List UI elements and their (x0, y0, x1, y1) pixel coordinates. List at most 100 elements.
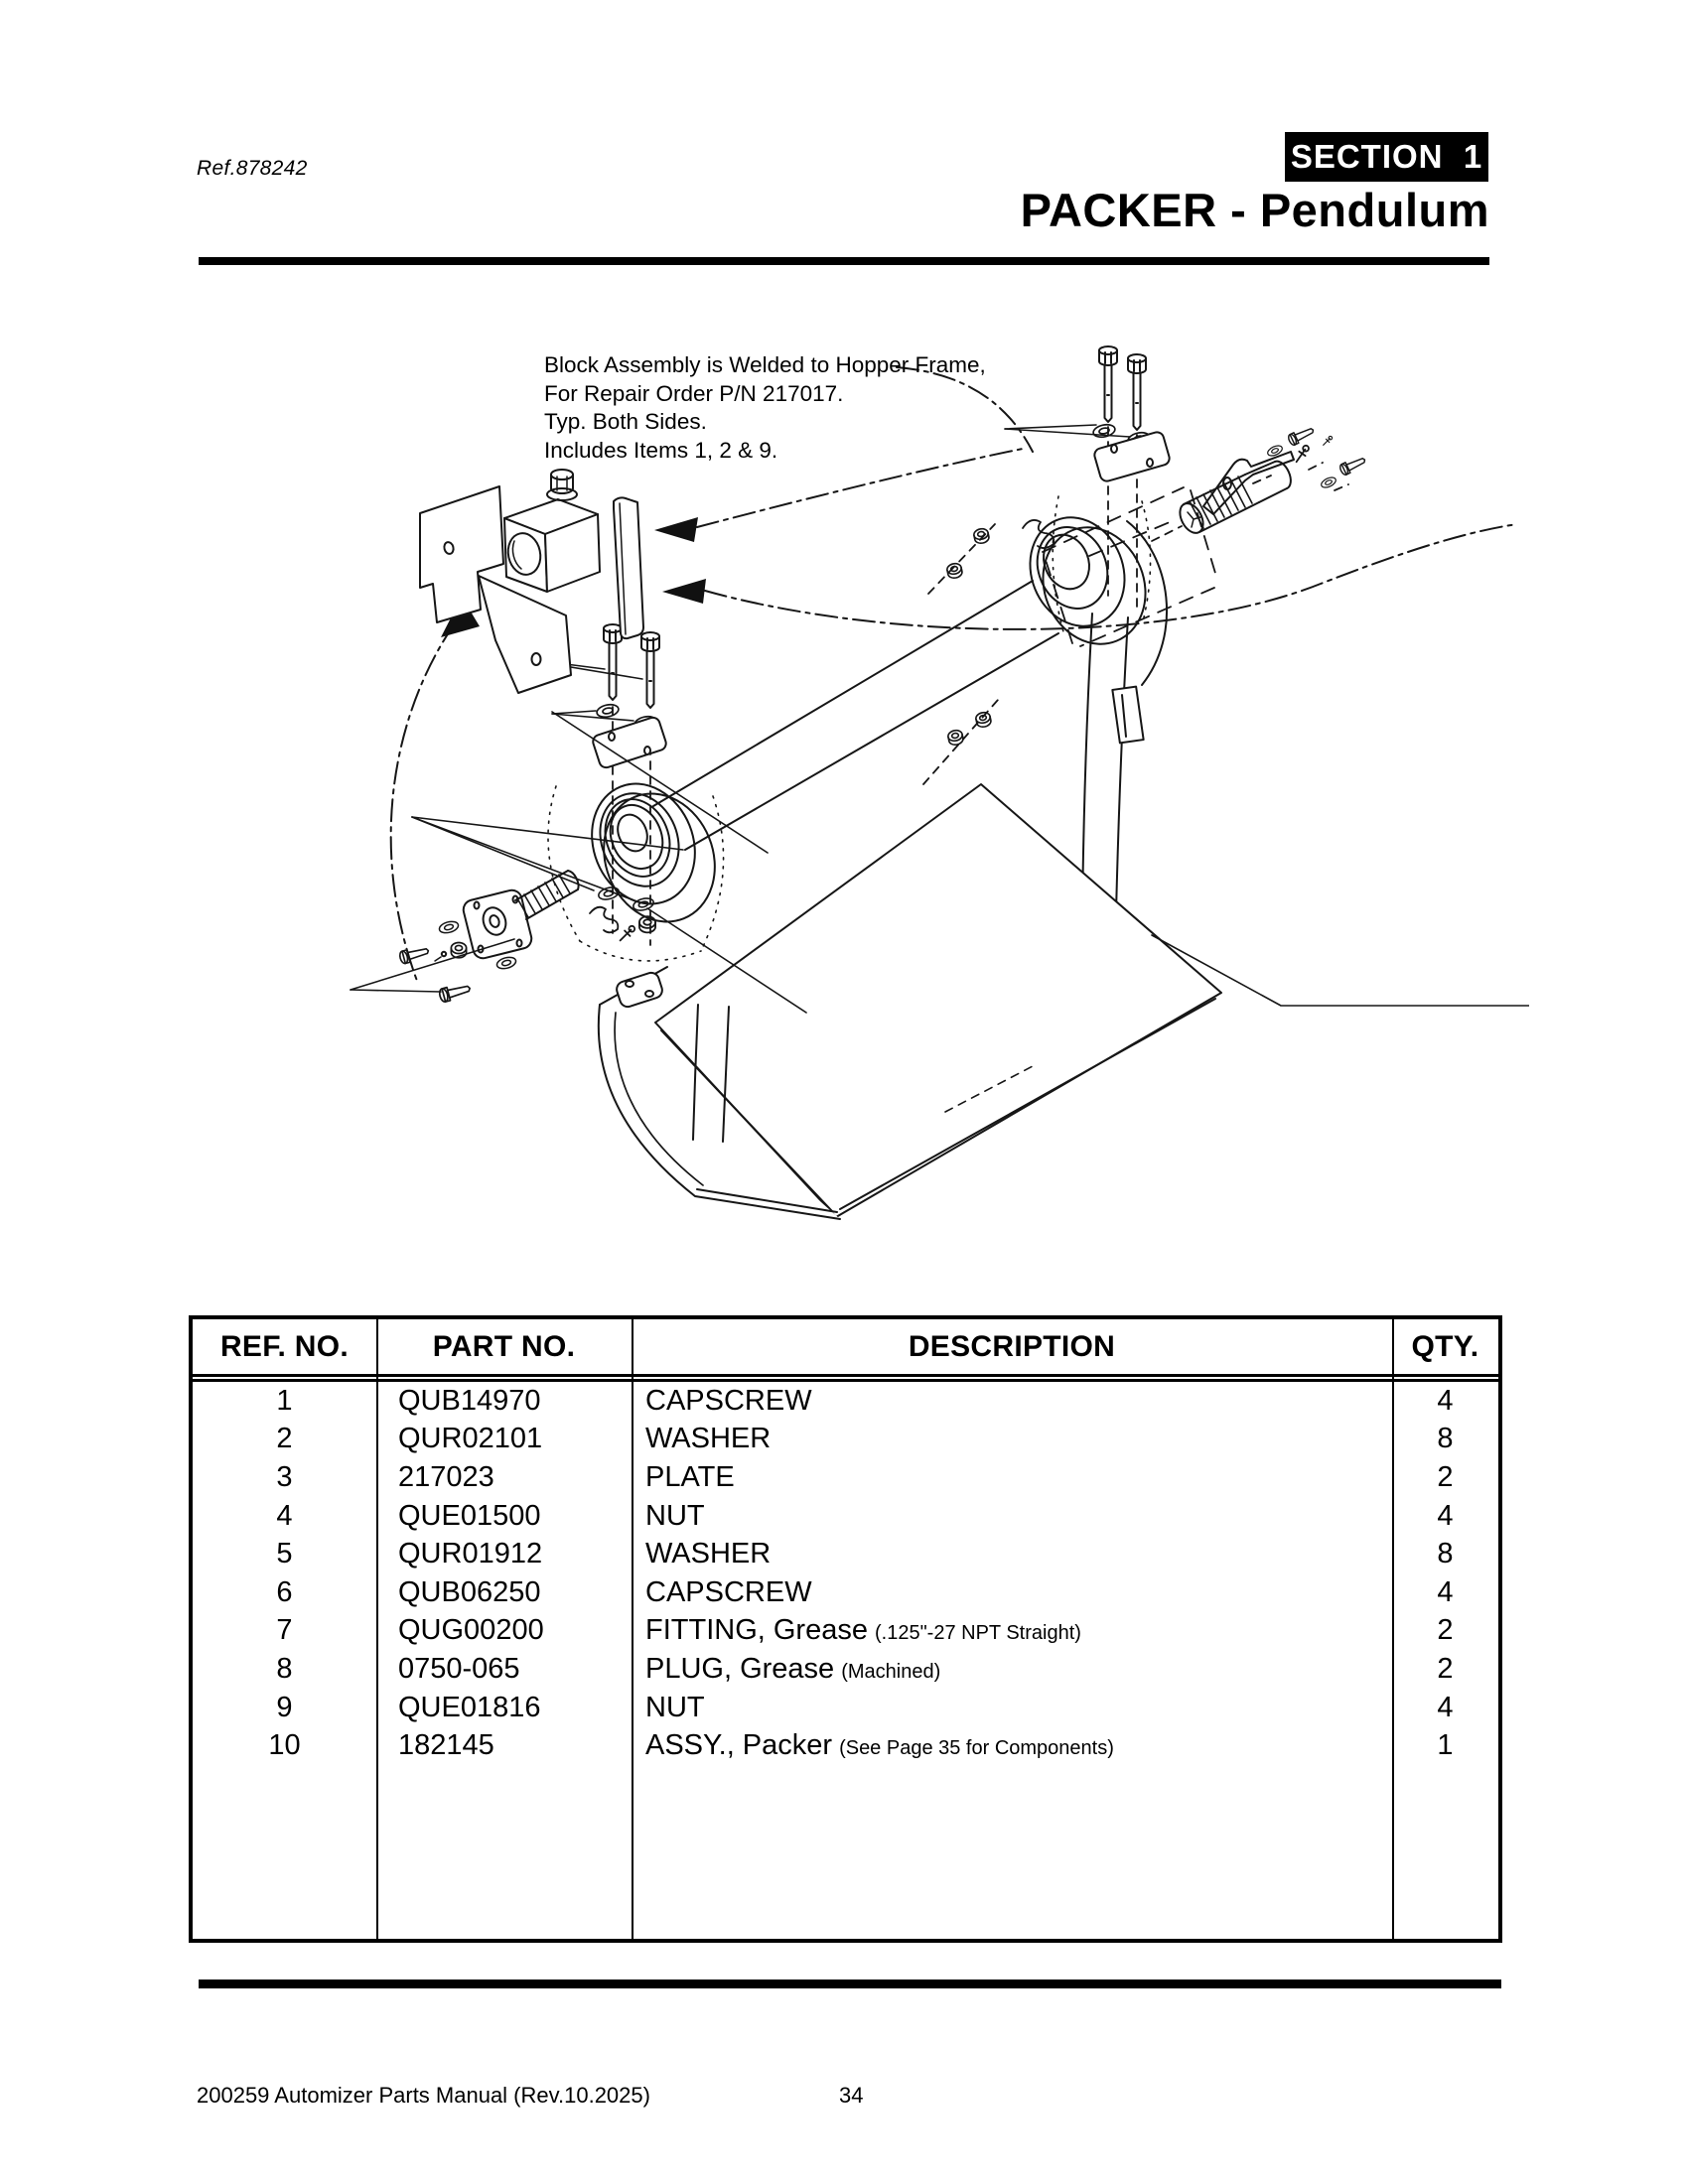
cell-qty: 2 (1437, 1652, 1454, 1685)
cell-ref-no: 4 (276, 1499, 293, 1532)
table-row: 2 QUR02101 WASHER 8 (193, 1421, 1498, 1459)
description-text: WASHER (645, 1423, 772, 1455)
cell-part-no: QUR01912 (398, 1538, 543, 1570)
cell-ref-no: 6 (276, 1575, 293, 1608)
footer-manual-title: 200259 Automizer Parts Manual (Rev.10.20… (197, 2083, 650, 2108)
header-qty: QTY. (1411, 1329, 1479, 1363)
cell-description: NUT (632, 1692, 1392, 1724)
cell-part-no: QUB06250 (398, 1575, 541, 1608)
exploded-diagram (350, 345, 1529, 1220)
section-badge: SECTION 1 (1285, 132, 1488, 182)
cell-description: NUT (632, 1500, 1392, 1533)
nut-hardware (922, 523, 999, 785)
cell-description: PLATE (632, 1461, 1392, 1494)
blade-mount-flange (616, 971, 663, 1009)
cell-ref-no: 3 (276, 1460, 293, 1493)
spring-adjuster-group (1151, 424, 1368, 542)
retainer-clip (1022, 519, 1055, 549)
reference-number: Ref.878242 (197, 157, 308, 180)
cell-ref-no: 9 (276, 1691, 293, 1723)
cell-ref-no: 5 (276, 1538, 293, 1570)
description-text: PLUG, Grease (645, 1652, 835, 1685)
table-row: 9 QUE01816 NUT 4 (193, 1689, 1498, 1727)
cell-qty: 8 (1437, 1423, 1454, 1455)
table-row: 4 QUE01500 NUT 4 (193, 1497, 1498, 1536)
pendulum-arm (1081, 613, 1145, 914)
table-row: 6 QUB06250 CAPSCREW 4 (193, 1573, 1498, 1612)
parts-table: REF. NO. PART NO. DESCRIPTION QTY. 1 QUB… (189, 1315, 1502, 1943)
cell-description: WASHER (632, 1538, 1392, 1570)
header-ref-no: REF. NO. (219, 1329, 350, 1363)
description-text: NUT (645, 1499, 705, 1532)
footer-page-number: 34 (839, 2083, 864, 2108)
callout-arcs (389, 366, 1518, 982)
cell-part-no: 182145 (398, 1729, 494, 1762)
phantom-frame (1042, 486, 1218, 647)
cell-qty: 4 (1437, 1384, 1454, 1417)
table-row: 5 QUR01912 WASHER 8 (193, 1535, 1498, 1573)
table-row: 3 217023 PLATE 2 (193, 1458, 1498, 1497)
page-title: PACKER - Pendulum (1020, 184, 1489, 236)
description-text: CAPSCREW (645, 1575, 812, 1608)
description-text: PLATE (645, 1460, 735, 1493)
header-description: DESCRIPTION (908, 1329, 1116, 1363)
cell-part-no: QUE01816 (398, 1691, 541, 1723)
header-part-no: PART NO. (432, 1329, 576, 1363)
title-rule (199, 257, 1489, 265)
callout-arrows (441, 517, 706, 637)
cell-description: PLUG, Grease (Machined) (632, 1653, 1392, 1686)
cell-ref-no: 7 (276, 1614, 293, 1647)
description-note: (.125"-27 NPT Straight) (874, 1622, 1081, 1645)
table-row: 7 QUG00200 FITTING, Grease (.125"-27 NPT … (193, 1612, 1498, 1651)
packer-tube (652, 580, 1059, 851)
cell-ref-no: 2 (276, 1423, 293, 1455)
table-column-divider (376, 1319, 378, 1939)
table-header-row: REF. NO. PART NO. DESCRIPTION QTY. (193, 1319, 1498, 1382)
table-row: 8 0750-065 PLUG, Grease (Machined) 2 (193, 1650, 1498, 1689)
cell-part-no: 217023 (398, 1460, 494, 1493)
cell-ref-no: 8 (276, 1652, 293, 1685)
cell-qty: 4 (1437, 1499, 1454, 1532)
cell-qty: 4 (1437, 1575, 1454, 1608)
cell-part-no: QUE01500 (398, 1499, 541, 1532)
cell-description: CAPSCREW (632, 1576, 1392, 1609)
parts-table-body: 1 QUB14970 CAPSCREW 4 2 QUR02101 WASHER … (193, 1382, 1498, 1765)
block-assembly-detail (419, 469, 644, 694)
cell-ref-no: 1 (276, 1384, 293, 1417)
packer-blade (597, 966, 841, 1220)
cell-description: WASHER (632, 1423, 1392, 1455)
cell-part-no: QUB14970 (398, 1384, 541, 1417)
section-badge-label: SECTION 1 (1290, 138, 1483, 175)
table-column-divider (632, 1319, 633, 1939)
capscrew-set-center (592, 623, 667, 946)
cell-part-no: QUR02101 (398, 1423, 543, 1455)
leader-lines (350, 424, 1529, 1113)
cell-qty: 2 (1437, 1460, 1454, 1493)
description-text: CAPSCREW (645, 1384, 812, 1417)
cell-part-no: 0750-065 (398, 1652, 520, 1685)
cell-qty: 1 (1437, 1729, 1454, 1762)
cell-qty: 8 (1437, 1538, 1454, 1570)
upper-hub-bearing (1029, 516, 1168, 686)
table-row: 10 182145 ASSY., Packer (See Page 35 for … (193, 1726, 1498, 1765)
cell-qty: 4 (1437, 1691, 1454, 1723)
cell-description: ASSY., Packer (See Page 35 for Components… (632, 1729, 1392, 1762)
cell-part-no: QUG00200 (398, 1614, 544, 1647)
cell-ref-no: 10 (268, 1729, 301, 1762)
description-text: FITTING, Grease (645, 1614, 868, 1647)
cell-description: FITTING, Grease (.125"-27 NPT Straight) (632, 1614, 1392, 1647)
description-note: (Machined) (841, 1660, 941, 1683)
description-note: (See Page 35 for Components) (839, 1737, 1114, 1760)
rod-flange-group (397, 870, 580, 1004)
cell-qty: 2 (1437, 1614, 1454, 1647)
cell-description: CAPSCREW (632, 1385, 1392, 1418)
description-text: NUT (645, 1691, 705, 1723)
description-text: ASSY., Packer (645, 1729, 833, 1762)
hub-hardware-cluster (589, 885, 656, 942)
footer-rule (199, 1979, 1501, 1988)
diagram-annotation: Block Assembly is Welded to Hopper Frame… (544, 352, 986, 463)
table-column-divider (1392, 1319, 1394, 1939)
table-row: 1 QUB14970 CAPSCREW 4 (193, 1382, 1498, 1421)
description-text: WASHER (645, 1538, 772, 1570)
